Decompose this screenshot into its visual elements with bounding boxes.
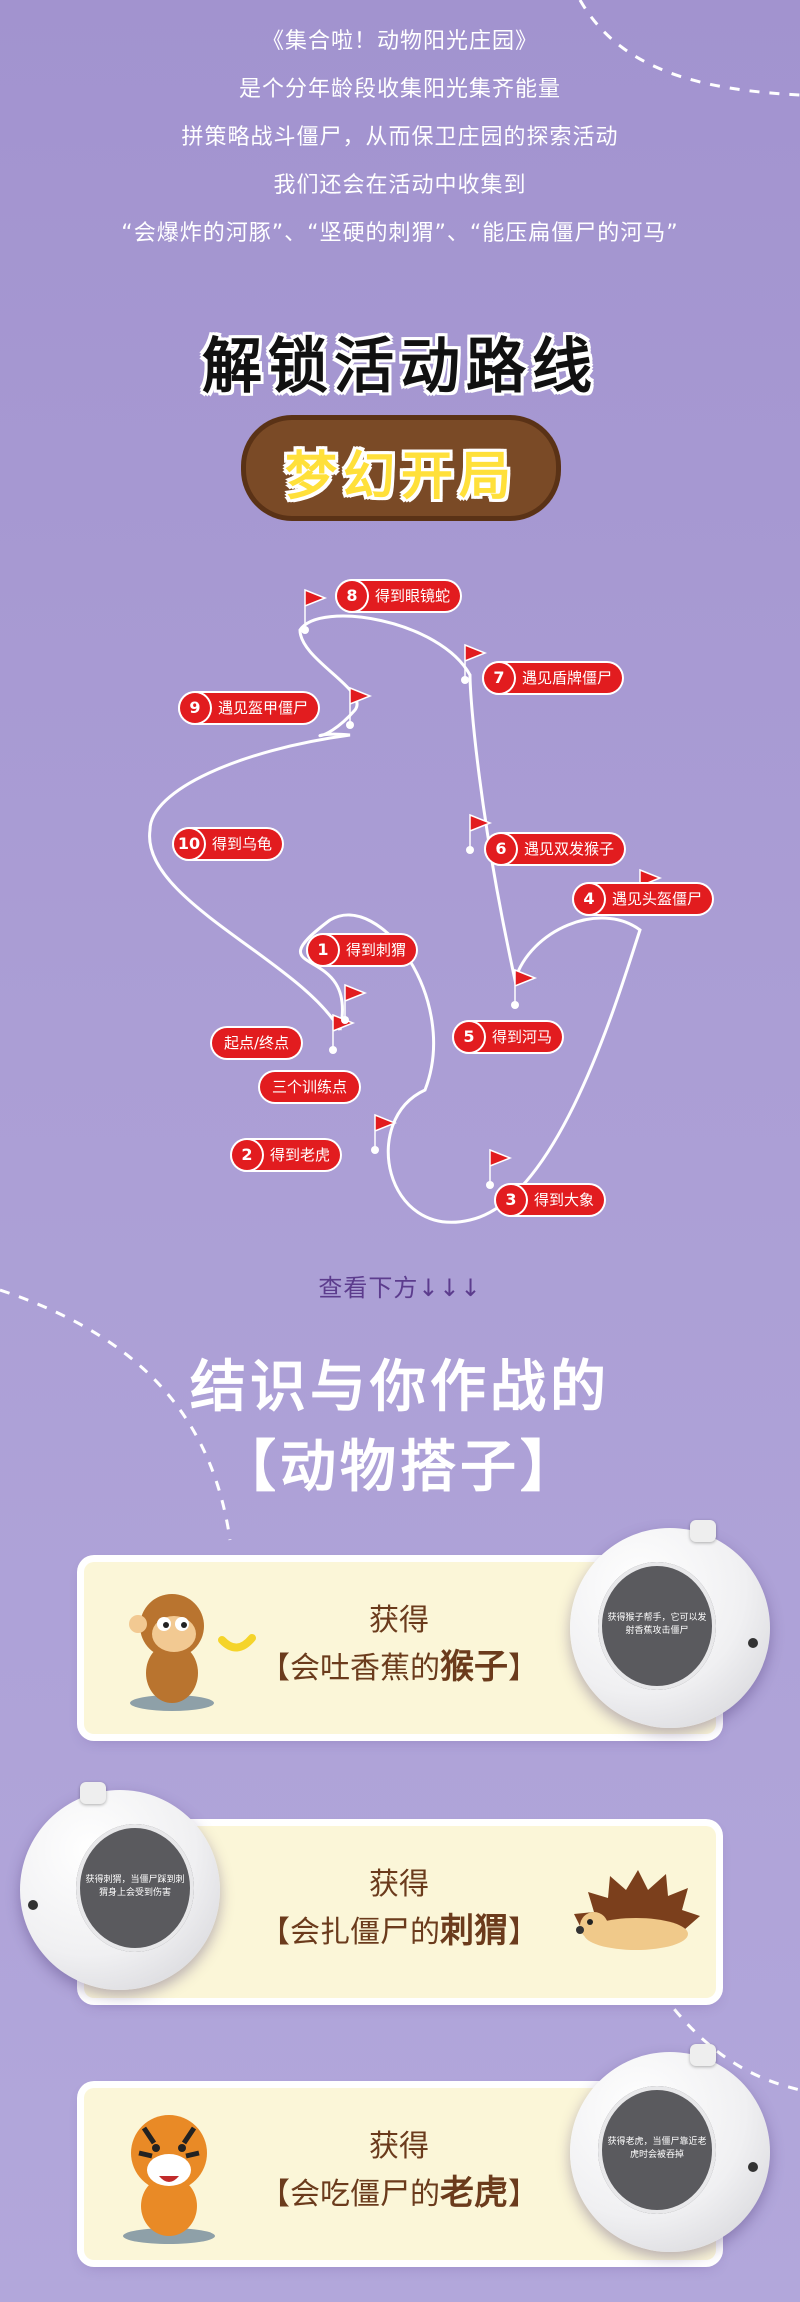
intro-line: 我们还会在活动中收集到	[273, 173, 527, 198]
partners-title-line: 结识与你作战的	[190, 1355, 610, 1420]
route-badge: 梦幻开局	[246, 420, 556, 516]
intro-line: 拼策略战斗僵尸，从而保卫庄园的探索活动	[181, 125, 619, 150]
partners-title: 结识与你作战的 【动物搭子】	[0, 1348, 800, 1508]
look-below-text: 查看下方↓↓↓	[318, 1274, 482, 1302]
card-title: 【会扎僵尸的刺猬】	[260, 1911, 538, 1951]
intro-line: 《集合啦！动物阳光庄园》	[261, 29, 538, 54]
card-title: 【会吃僵尸的老虎】	[260, 2173, 538, 2213]
hedgehog-icon	[574, 1870, 700, 1950]
intro-line: “会爆炸的河豚”、“坚硬的刺猬”、“能压扁僵尸的河马”	[121, 221, 679, 246]
route-badge-label: 梦幻开局	[284, 447, 517, 507]
device-hedgehog: 获得刺猬，当僵尸踩到刺猬身上会受到伤害	[20, 1782, 220, 1990]
intro-line: 是个分年龄段收集阳光集齐能量	[238, 77, 561, 102]
card-get-label: 获得	[369, 1603, 429, 1638]
device-screen: 获得刺猬，当僵尸踩到刺猬身上会受到伤害	[76, 1824, 194, 1952]
card-title: 【会吐香蕉的猴子】	[260, 1647, 538, 1687]
route-title: 解锁活动路线	[202, 332, 598, 402]
flag-icon	[304, 588, 663, 1185]
tiger-icon	[123, 2115, 215, 2244]
route-map	[148, 588, 663, 1224]
intro-text: 《集合啦！动物阳光庄园》 是个分年龄段收集阳光集齐能量 拼策略战斗僵尸，从而保卫…	[0, 18, 800, 258]
start-end-label: 起点/终点	[212, 1028, 302, 1058]
training-point-label: 三个训练点	[260, 1072, 360, 1102]
monkey-icon	[129, 1594, 256, 1711]
card-get-label: 获得	[369, 1867, 429, 1902]
device-screen: 获得老虎，当僵尸靠近老虎时会被吞掉	[598, 2086, 716, 2214]
device-monkey: 获得猴子帮手，它可以发射香蕉攻击僵尸	[570, 1520, 770, 1728]
card-get-label: 获得	[369, 2129, 429, 2164]
device-tiger: 获得老虎，当僵尸靠近老虎时会被吞掉	[570, 2044, 770, 2252]
partners-title-line: 【动物搭子】	[220, 1435, 580, 1500]
device-screen: 获得猴子帮手，它可以发射香蕉攻击僵尸	[598, 1562, 716, 1690]
